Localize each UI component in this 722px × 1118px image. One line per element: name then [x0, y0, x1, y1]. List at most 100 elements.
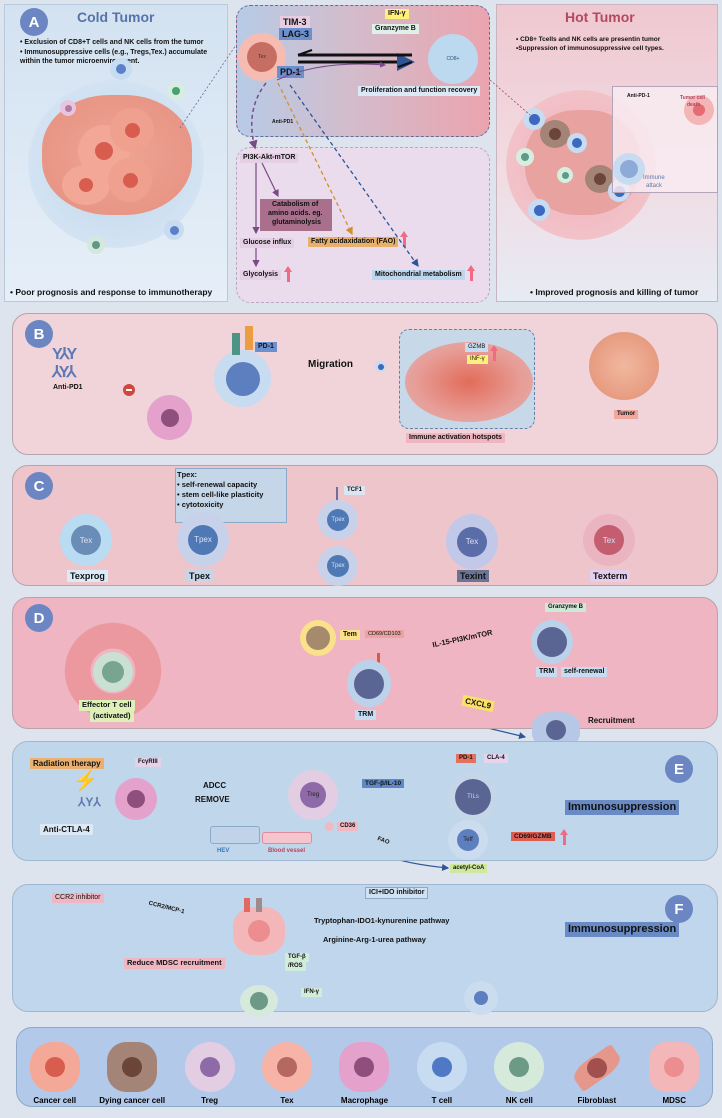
- cell-inner-label: Tex: [71, 525, 101, 555]
- cell-inner-label: Tpex: [327, 509, 349, 531]
- antibody-cluster-icon: Y⅄Y⅄Y⅄: [52, 346, 77, 381]
- cold-bullet-2: • Immunosuppressive cells (e.g., Tregs,T…: [20, 49, 208, 56]
- glycolysis-tag: Glycolysis: [240, 270, 282, 281]
- t-cell-icon: [523, 108, 545, 130]
- cold-tumor-title: Cold Tumor: [77, 9, 155, 25]
- receptor-orange-icon: [245, 326, 253, 350]
- anti-ctla4-tag: Anti-CTLA-4: [40, 824, 93, 836]
- hotspot-ellipse: [405, 342, 533, 422]
- panel-e-badge: E: [665, 755, 693, 783]
- legend-item-tcell: T cell: [407, 1042, 477, 1105]
- migration-label: Migration: [308, 359, 353, 370]
- tem-tag: Tem: [340, 630, 360, 641]
- cd69-up-arrow-icon: [560, 829, 568, 845]
- pd1-tag: PD-1: [456, 754, 476, 763]
- texprog-cell: Tex: [60, 514, 112, 566]
- tpex-daughter-cell: Tpex: [318, 500, 358, 540]
- legend-label: Dying cancer cell: [99, 1096, 166, 1105]
- catabolism-line-2: amino acids. eg.: [268, 210, 323, 217]
- anti-pd1-label: Anti-PD1: [272, 119, 294, 125]
- tils-cell: TILs: [448, 772, 498, 822]
- fao-up-arrow-icon: [400, 231, 408, 247]
- panel-a-badge: A: [20, 8, 48, 36]
- legend-label: Tex: [280, 1096, 294, 1105]
- catabolism-line-1: Catabolism of: [272, 201, 319, 208]
- effector-line-1: Effector T cell: [79, 700, 135, 711]
- receptor-green-icon: [232, 333, 240, 355]
- catabolism-box: [260, 199, 332, 231]
- tcf1-tag: TCF1: [344, 486, 365, 495]
- tumor-death-line-2: death: [687, 102, 701, 108]
- legend-item-dying: Dying cancer cell: [97, 1042, 167, 1105]
- granzyme-b-tag: Granzyme B: [372, 24, 419, 35]
- tgfb-ros-line-2: /ROS: [285, 962, 306, 971]
- ici-ido-tag: ICI+IDO inhibitor: [365, 887, 429, 900]
- lightning-icon: ⚡: [73, 770, 98, 792]
- tpex-info-bullet-3: • cytotoxicity: [177, 500, 224, 509]
- ifng-tag: IFN-γ: [301, 988, 322, 997]
- acetyl-coa-tag: acetyl-CoA: [450, 864, 488, 873]
- legend-label: Fibroblast: [577, 1096, 617, 1105]
- trm-renewal-cell: [531, 620, 573, 664]
- fao-tag: Fatty acidaxidation (FAO): [308, 237, 399, 248]
- nk-cell-icon: [557, 167, 573, 183]
- immune-attack-line-2: attack: [646, 183, 663, 189]
- legend-item-tex: Tex: [252, 1042, 322, 1105]
- cd69-cd103-tag: CD69/CD103: [365, 630, 404, 639]
- cold-bullet-3: within the tumor microenvironment.: [20, 58, 140, 65]
- hot-footer: • Improved prognosis and killing of tumo…: [530, 287, 699, 297]
- cd36-receptor-icon: [325, 822, 334, 831]
- lag3-tag: LAG-3: [279, 28, 312, 41]
- blood-vessel-icon: [262, 832, 312, 844]
- gzmb-tag: GZMB: [465, 343, 489, 352]
- legend-label: NK cell: [505, 1096, 533, 1105]
- effector-t-cell: [93, 652, 133, 692]
- cancer-cell-icon: [29, 1042, 80, 1092]
- adcc-label: ADCC: [203, 781, 227, 790]
- tpex-cell: Tpex: [177, 512, 229, 567]
- tcf1-receptor-icon: [336, 487, 338, 501]
- legend-item-mdsc: MDSC: [639, 1042, 709, 1105]
- cell-inner-label: Tex: [457, 526, 487, 557]
- macrophage-cell-icon: [339, 1042, 390, 1092]
- pi3k-dashed-arrow: [248, 82, 267, 150]
- texprog-tag: Texprog: [67, 570, 108, 583]
- texint-cell: Tex: [446, 514, 498, 569]
- tex-cell-label: Tex: [247, 42, 277, 72]
- cd36-tag: CD36: [337, 822, 359, 831]
- legend-item-macrophage: Macrophage: [329, 1042, 399, 1105]
- t-cell-icon: [528, 199, 550, 221]
- legend-label: T cell: [431, 1096, 453, 1105]
- cold-bullet-1: • Exclusion of CD8+T cells and NK cells …: [20, 39, 204, 46]
- nk-cell-icon: [516, 148, 534, 166]
- tumor-death-line-1: Tumor cell: [680, 95, 705, 101]
- t-cell-icon: [613, 153, 645, 185]
- cancer-cell-icon: [110, 108, 154, 152]
- mito-dashed-arrow: [289, 84, 419, 268]
- cancer-cell-icon: [62, 165, 110, 205]
- trm-tag: TRM: [355, 710, 377, 721]
- recovery-tag: Proliferation and function recovery: [358, 86, 481, 97]
- nk-cell-icon: [240, 985, 278, 1017]
- mito-up-arrow-icon: [467, 265, 475, 281]
- pd1-curve-arrow: [276, 61, 386, 81]
- legend-label: Treg: [201, 1096, 219, 1105]
- cell-inner-label: Tpex: [327, 555, 349, 577]
- blood-vessel-label: Blood vessel: [268, 848, 306, 854]
- legend-label: Cancer cell: [33, 1096, 77, 1105]
- pi3k-tag: PI3K-Akt-mTOR: [240, 153, 299, 164]
- panel-b-badge: B: [25, 320, 53, 348]
- treg-label: Treg: [300, 782, 326, 808]
- mdsc-cell: [233, 907, 285, 955]
- tpex-info-bullet-1: • self-renewal capacity: [177, 480, 258, 489]
- t-cell-icon: [110, 58, 132, 80]
- teff-cell: Teff: [448, 820, 488, 860]
- cell-inner-label: Tpex: [188, 524, 218, 555]
- recruitment-label: Recruitment: [588, 716, 635, 725]
- legend-item-treg: Treg: [175, 1042, 245, 1105]
- legend-item-nk: NK cell: [484, 1042, 554, 1105]
- immunosuppression-e-tag: Immunosuppression: [565, 800, 680, 815]
- tpex-daughter-cell: Tpex: [318, 546, 358, 586]
- treg-cell-icon: [60, 100, 76, 116]
- cell-inner-label: Tex: [594, 525, 624, 555]
